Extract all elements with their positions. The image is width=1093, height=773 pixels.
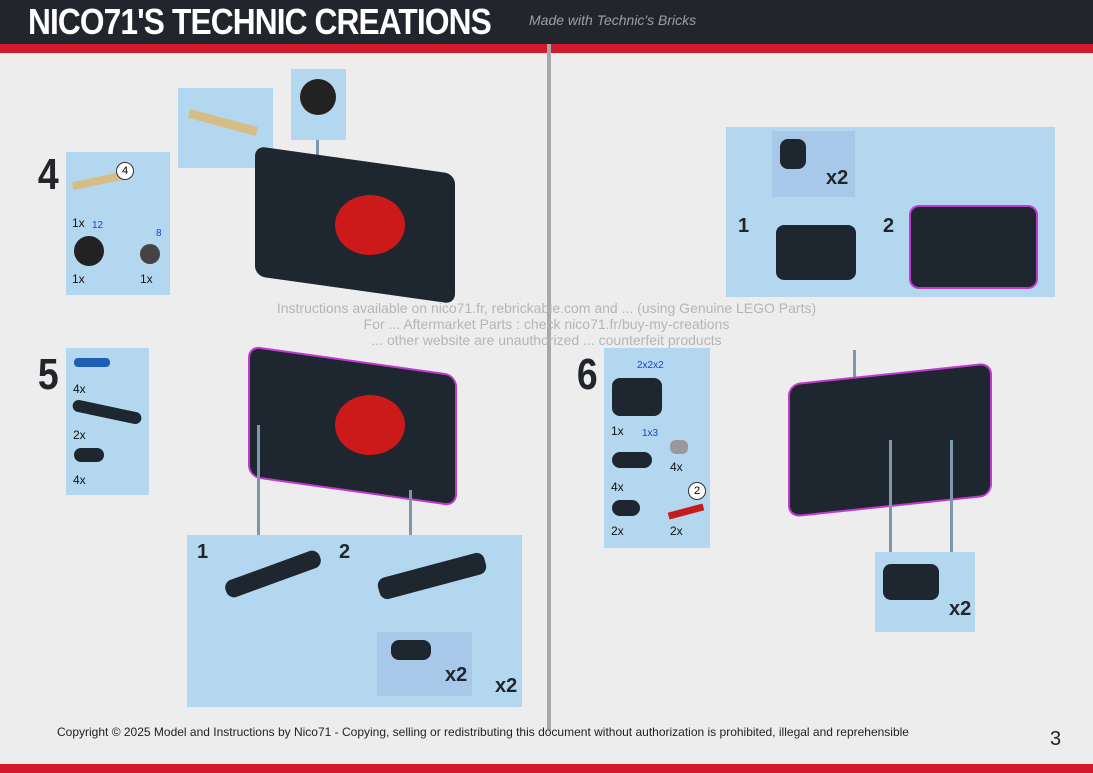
- multiplier: x2: [495, 675, 518, 697]
- arrow: [409, 490, 412, 535]
- subassembly-box: 1 2 x2 x2: [187, 535, 522, 707]
- assembly-part: [376, 551, 488, 601]
- part-note: 12: [92, 220, 104, 231]
- part-qty: 1x: [140, 272, 153, 286]
- multiplier: x2: [826, 167, 849, 189]
- beam-2-part: [74, 448, 104, 462]
- callout-box: x2: [772, 131, 855, 197]
- differential-gear: [335, 395, 405, 455]
- multiplier: x2: [445, 664, 468, 686]
- step-number: 6: [576, 350, 598, 399]
- parts-list: 4 1x 12 8 1x 1x: [66, 152, 170, 295]
- callout-box: x2: [875, 552, 975, 632]
- substep-number: 2: [883, 215, 895, 237]
- part-qty: 1x: [72, 216, 85, 230]
- substep-number: 1: [197, 541, 209, 563]
- length-callout: 2: [688, 482, 706, 500]
- beam-part: [222, 548, 324, 600]
- beam-part: [71, 398, 143, 426]
- gear-12-part: [74, 236, 104, 266]
- pin-part: [670, 440, 688, 454]
- subassembly-box: 1 2 x2: [726, 127, 1055, 297]
- pin-part: [74, 358, 110, 367]
- part-qty: 4x: [73, 382, 86, 396]
- step-number: 5: [37, 350, 59, 399]
- parts-list: 2x2x2 1x 1x3 4x 4x 2 2x 2x: [604, 348, 710, 548]
- header-stripe: [0, 44, 1093, 53]
- part-note: 2x2x2: [637, 360, 664, 371]
- gear-8-part: [140, 244, 160, 264]
- assembly-part: [911, 207, 1036, 287]
- watermark-line: Instructions available on nico71.fr, reb…: [276, 300, 817, 316]
- page-divider: [547, 44, 551, 730]
- beam-2-part: [612, 500, 640, 516]
- connector-part: [612, 378, 662, 416]
- page-title: NICO71'S TECHNIC CREATIONS: [28, 1, 492, 42]
- part-qty: 2x: [611, 524, 624, 538]
- watermark-line: For ... Aftermarket Parts : check nico71…: [363, 316, 730, 332]
- arrow: [950, 440, 953, 552]
- part-note: 8: [156, 228, 162, 239]
- part-qty: 4x: [670, 460, 683, 474]
- part-qty: 4x: [611, 480, 624, 494]
- part-qty: 2x: [670, 524, 683, 538]
- step-number: 4: [37, 150, 59, 199]
- arrow: [889, 440, 892, 552]
- page-number: 3: [1050, 728, 1062, 750]
- copyright: Copyright © 2025 Model and Instructions …: [57, 725, 909, 739]
- length-callout: 4: [116, 162, 134, 180]
- arrow: [257, 425, 260, 535]
- part-qty: 1x: [611, 424, 624, 438]
- subtitle: Made with Technic's Bricks: [529, 12, 697, 28]
- parts-list: 4x 2x 4x: [66, 348, 149, 495]
- differential-gear: [335, 195, 405, 255]
- assembly-part: [776, 225, 856, 280]
- part-qty: 4x: [73, 473, 86, 487]
- part-qty: 1x: [72, 272, 85, 286]
- substep-number: 2: [339, 541, 351, 563]
- part-qty: 2x: [73, 428, 86, 442]
- axle-part: [667, 503, 705, 520]
- callout-box: [291, 69, 346, 140]
- callout-box: x2: [377, 632, 472, 696]
- header-bar: [0, 0, 1093, 44]
- footer-stripe: [0, 764, 1093, 773]
- substep-number: 1: [738, 215, 750, 237]
- part-note: 1x3: [642, 428, 659, 439]
- watermark-line: ... other website are unauthorized ... c…: [371, 332, 722, 348]
- beam-part: [612, 452, 652, 468]
- multiplier: x2: [949, 598, 972, 620]
